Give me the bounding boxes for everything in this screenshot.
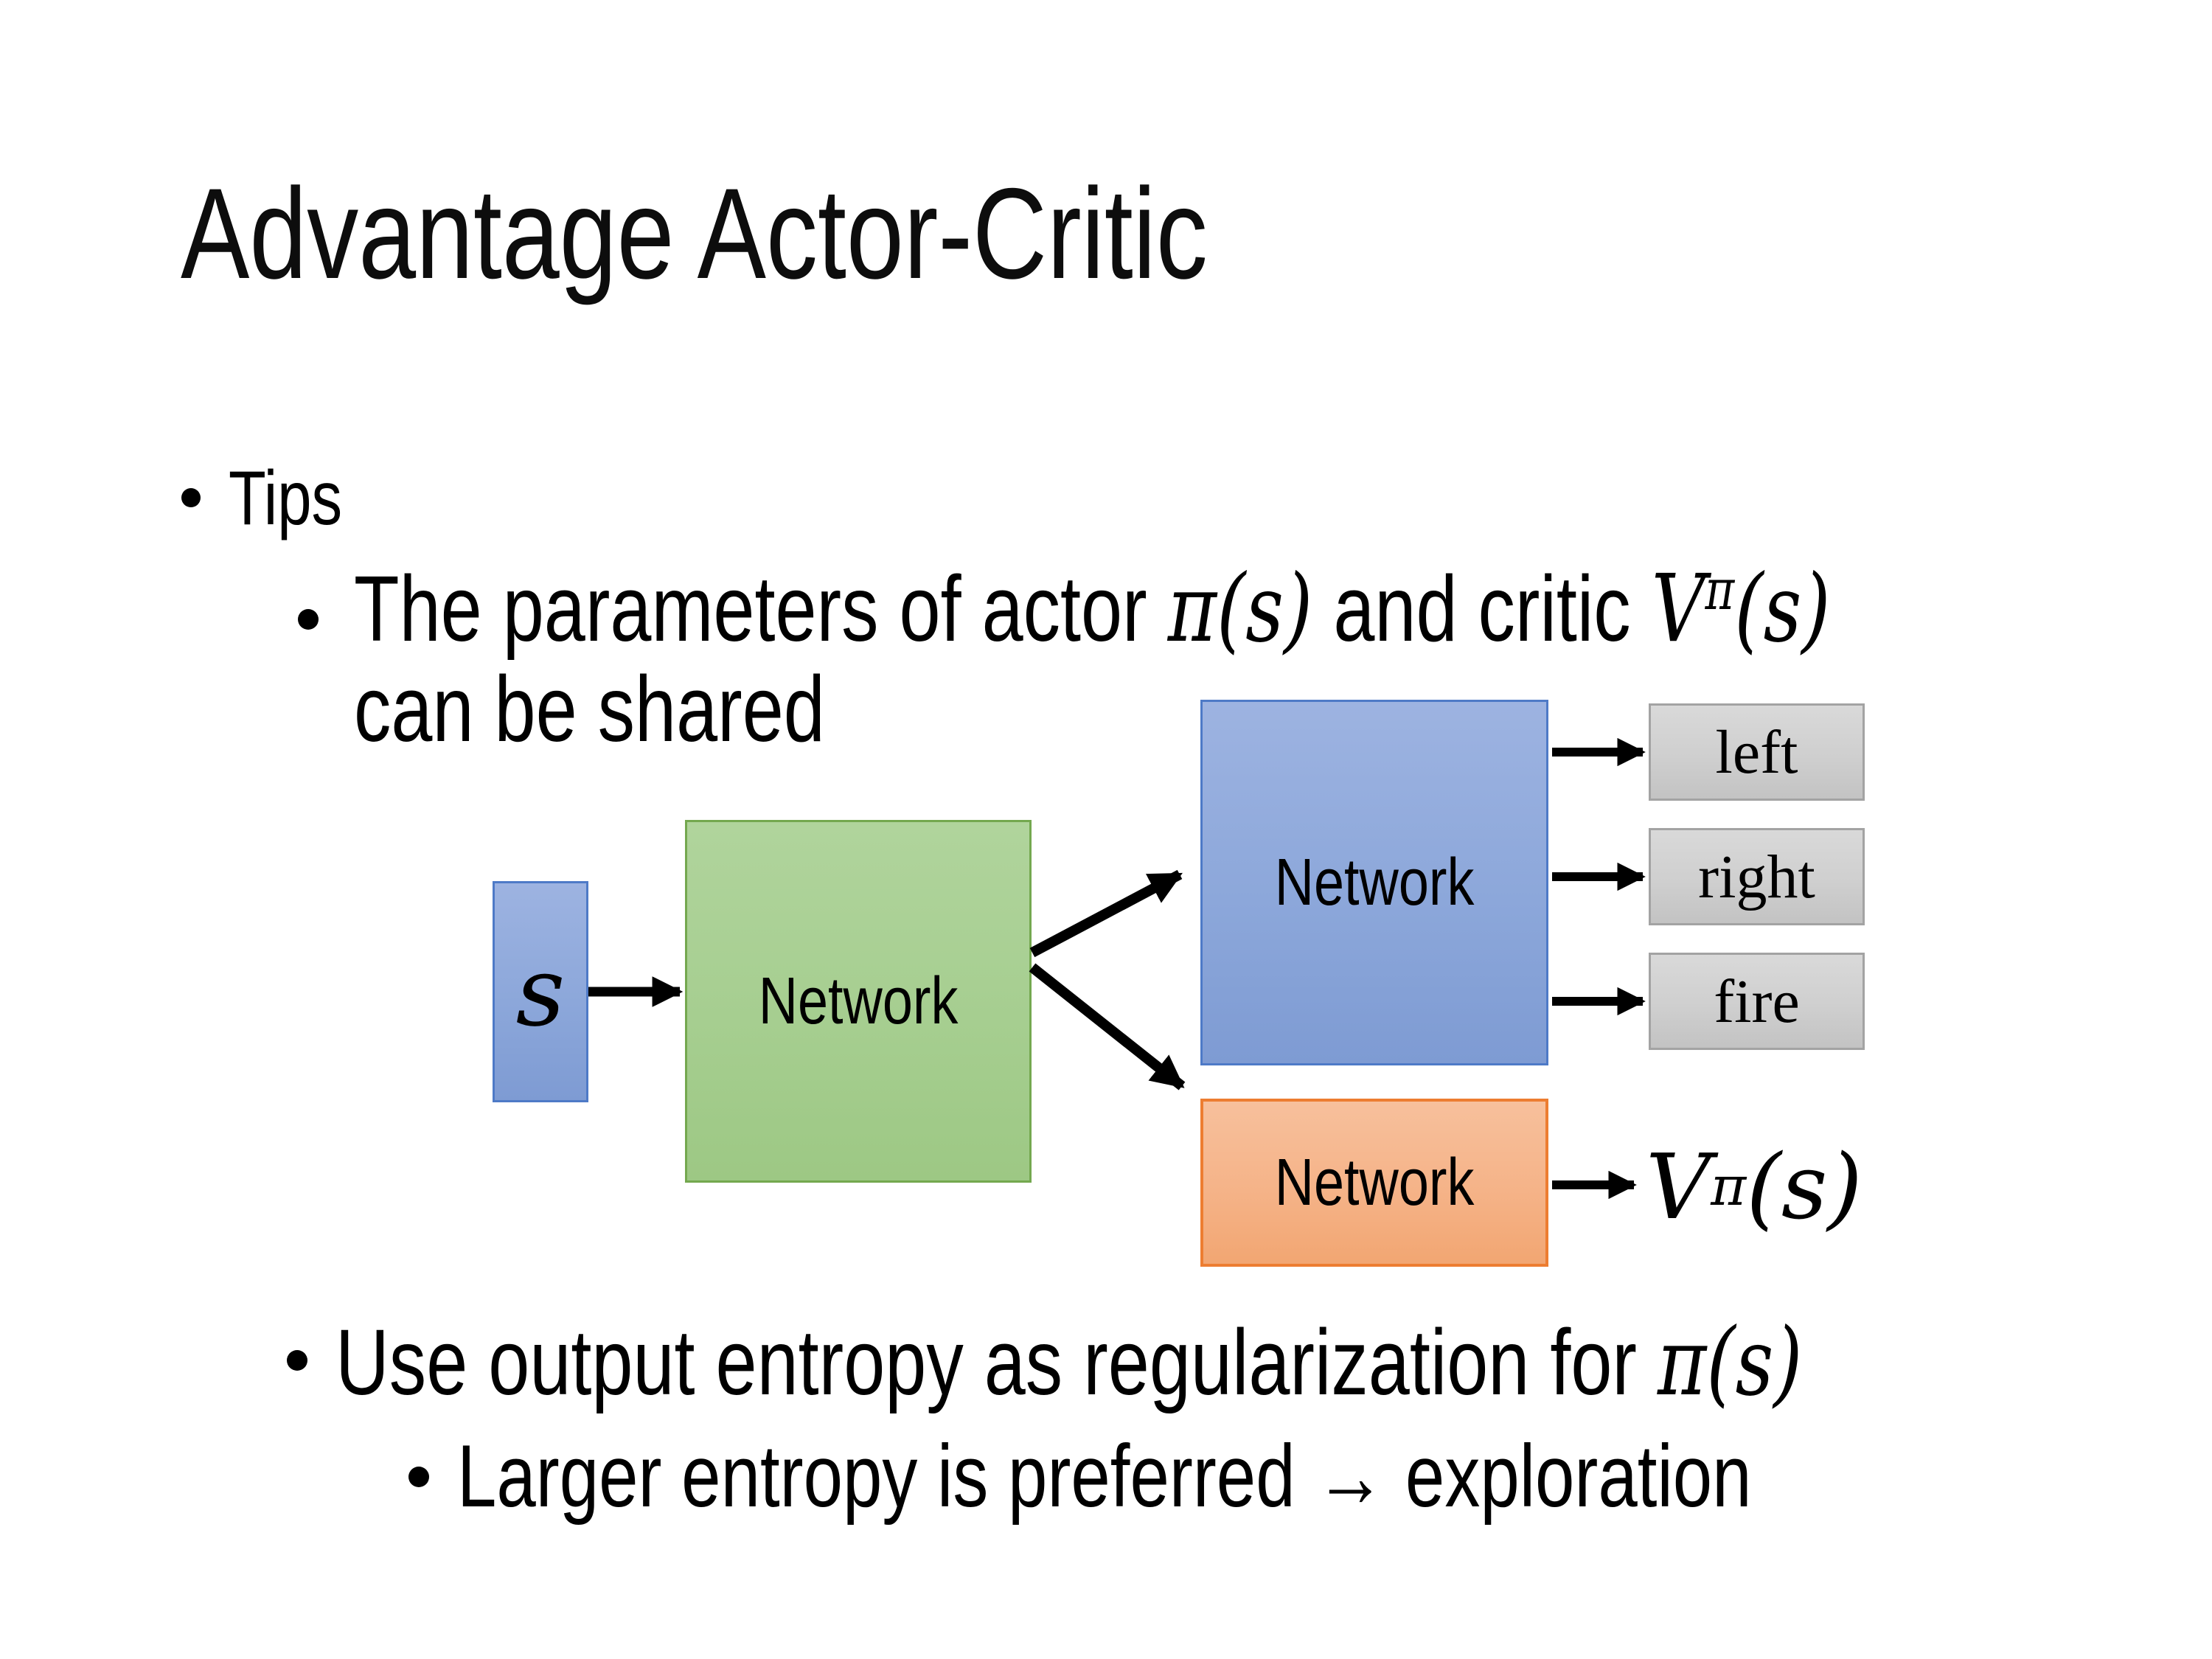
shared-network-box: Network (685, 820, 1032, 1183)
bullet-text-segment: The parameters of actor (354, 557, 1168, 661)
bullet-dot (298, 609, 319, 630)
shared-network-label: Network (758, 964, 959, 1038)
math-base: π (1167, 554, 1217, 663)
state-input-box: s (493, 881, 588, 1102)
action-right-label: right (1698, 842, 1815, 911)
actor-network-label: Network (1274, 845, 1475, 919)
action-left-label: left (1715, 717, 1798, 787)
math-pi-s: π(s) (1168, 554, 1313, 663)
action-fire-label: fire (1714, 967, 1800, 1036)
math-v-pi-s: Vπ(s) (1652, 554, 1831, 663)
math-base: V (1651, 554, 1705, 663)
bullet-text-segment: Use output entropy as regularization for (335, 1310, 1658, 1414)
action-left-box: left (1649, 703, 1865, 801)
bullet-dot (408, 1467, 429, 1487)
math-base: π (1658, 1308, 1707, 1416)
action-fire-box: fire (1649, 953, 1865, 1050)
math-arg: (s) (1734, 554, 1831, 663)
arrow-shared-to-critic (1029, 963, 1186, 1091)
bullet-text-segment: and critic (1312, 557, 1652, 661)
actor-network-box: Network (1200, 700, 1548, 1065)
bullet-dot (181, 488, 201, 507)
bullet-parameters-shared-line2: can be shared (354, 657, 825, 761)
math-arg: (s) (1746, 1135, 1863, 1239)
bullet-entropy-regularization: Use output entropy as regularization for… (335, 1310, 1803, 1414)
bullet-tips: Tips (229, 456, 343, 541)
bullet-dot (287, 1350, 307, 1371)
math-arg: (s) (1706, 1308, 1803, 1416)
critic-network-box: Network (1200, 1099, 1548, 1267)
bullet-parameters-shared-line1: The parameters of actor π(s) and critic … (354, 557, 1831, 661)
slide-title: Advantage Actor-Critic (181, 162, 1208, 306)
state-input-label: s (515, 936, 566, 1048)
critic-network-label: Network (1274, 1145, 1475, 1220)
action-right-box: right (1649, 828, 1865, 925)
math-superscript: π (1705, 557, 1735, 622)
diagram-arrows (588, 737, 1646, 1200)
arrow-shared-to-actor (1029, 869, 1183, 958)
math-base: V (1646, 1135, 1711, 1239)
math-arg: (s) (1216, 554, 1313, 663)
bullet-larger-entropy: Larger entropy is preferred → exploratio… (457, 1427, 1752, 1526)
math-pi-s: π(s) (1658, 1308, 1803, 1416)
